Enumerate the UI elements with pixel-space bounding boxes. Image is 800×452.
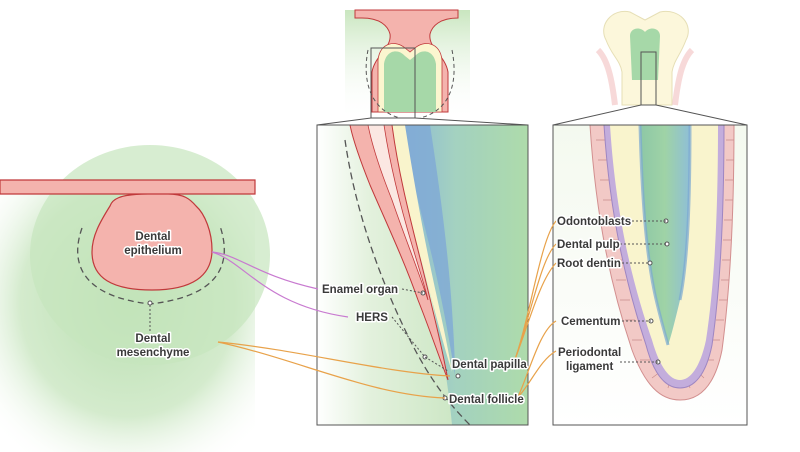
odontoblasts-label: Odontoblasts — [557, 216, 631, 228]
odontoblast-band — [400, 125, 455, 375]
zoom-guides-middle — [316, 117, 529, 126]
bell-papilla — [384, 51, 436, 112]
dental-papilla-marker — [455, 373, 461, 379]
enamel-organ-label: Enamel organ — [322, 284, 398, 296]
root-formation-panel — [316, 124, 529, 426]
labels: Dental epithelium Dental mesenchyme Enam… — [115, 215, 633, 408]
dental-follicle-line — [344, 139, 471, 425]
mesenchyme-marker — [147, 300, 153, 306]
dental-epithelium-label-2: epithelium — [124, 245, 182, 257]
mature-zoom-box — [640, 51, 657, 106]
follicle-to-cementum — [517, 320, 557, 398]
dentin-strip — [388, 125, 452, 372]
bell-follicle-right — [419, 49, 455, 119]
root-structure-panel — [552, 124, 748, 426]
hers-sheath — [349, 125, 449, 381]
dental-mesenchyme-label-1: Dental — [135, 333, 170, 345]
hers-label: HERS — [356, 312, 388, 324]
root-dentin-marker — [647, 260, 653, 266]
dental-follicle-label: Dental follicle — [449, 394, 524, 406]
mature-tooth-thumbnail — [595, 10, 695, 106]
mature-tooth-gum — [595, 47, 695, 106]
dental-pulp-region — [640, 125, 690, 345]
odontoblast-layer — [638, 125, 692, 346]
follicle-to-periodontal — [517, 350, 557, 398]
mesenchyme-to-follicle — [217, 341, 446, 399]
bud-stage — [0, 145, 270, 452]
epithelium-to-enamel-organ — [211, 251, 319, 290]
dental-papilla-label: Dental papilla — [452, 359, 527, 371]
root-dentin-label: Root dentin — [557, 258, 621, 270]
cementum-label: Cementum — [561, 316, 620, 328]
panel-b-frame — [552, 124, 748, 426]
mature-tooth-pulp — [630, 28, 660, 80]
dental-epithelium-label-1: Dental — [135, 231, 170, 243]
papilla-to-dentin — [512, 262, 557, 366]
epithelium-to-hers — [211, 251, 349, 318]
leader-lines — [211, 220, 667, 399]
dental-pulp-label: Dental pulp — [557, 239, 620, 251]
mesenchyme-to-papilla — [217, 341, 451, 377]
panel-a-frame — [316, 124, 529, 426]
dental-epithelium-bud — [0, 179, 256, 291]
bell-zoom-box — [370, 47, 416, 119]
bell-stage-thumbnail — [345, 9, 470, 122]
zoom-guides-right — [552, 104, 748, 126]
periodontal-label-2: ligament — [566, 361, 613, 373]
periodontal-label-1: Periodontal — [558, 347, 621, 359]
enamel-organ-inner — [367, 125, 429, 301]
dental-mesenchyme-label-2: mesenchyme — [117, 347, 190, 359]
